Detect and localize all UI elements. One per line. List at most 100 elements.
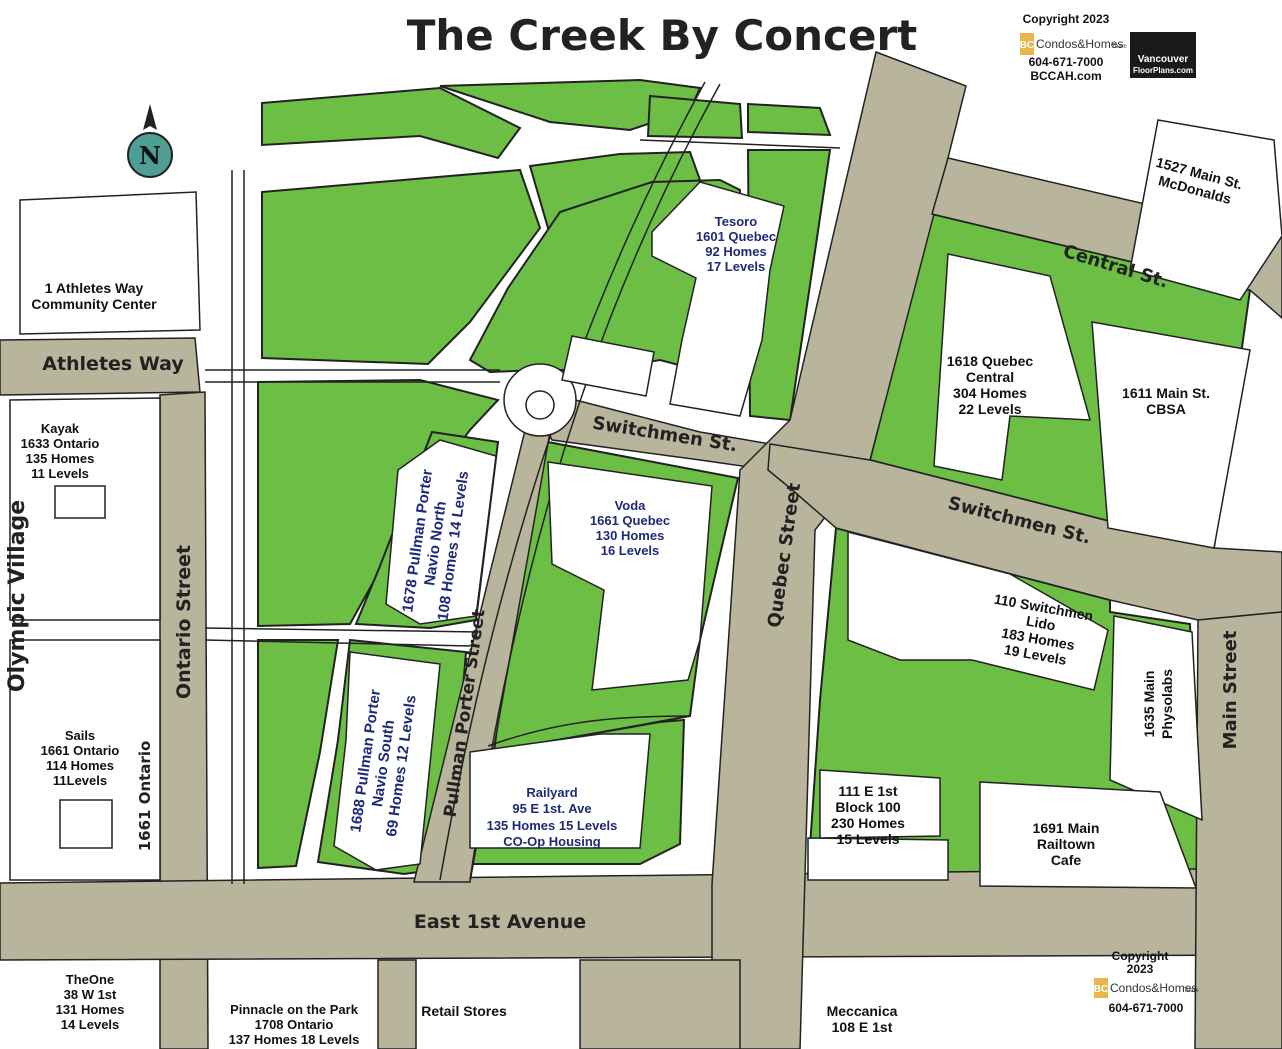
label-community-center: 1 Athletes Way Community Center xyxy=(31,280,157,312)
label-main-street: Main Street xyxy=(1220,630,1241,749)
label-pinnacle: Pinnacle on the Park 1708 Ontario 137 Ho… xyxy=(229,1002,360,1047)
label-voda: Voda 1661 Quebec 130 Homes 16 Levels xyxy=(590,498,670,558)
north-arrow-icon: N xyxy=(127,104,173,178)
vfp-logo-line1: Vancouver xyxy=(1138,54,1189,65)
block100-line-2: Block 100 xyxy=(835,799,901,815)
footprint-block100 xyxy=(819,769,941,839)
central-line-2: Central xyxy=(966,369,1014,385)
label-theone: TheOne 38 W 1st 131 Homes 14 Levels xyxy=(56,972,125,1032)
pinnacle-line-3: 137 Homes 18 Levels xyxy=(229,1032,360,1047)
footprint-railyard xyxy=(469,733,651,849)
tesoro-line-3: 92 Homes xyxy=(705,244,766,259)
sails-line-2: 1661 Ontario xyxy=(41,743,120,758)
community-line-1: 1 Athletes Way xyxy=(45,280,144,296)
footprint-navio-south xyxy=(333,651,441,871)
footprint-lido xyxy=(847,531,1109,691)
pinnacle-line-1: Pinnacle on the Park xyxy=(230,1002,359,1017)
footer-logo-badge xyxy=(1094,978,1108,998)
vfp-logo-box xyxy=(1130,32,1196,78)
block100-line-1: 111 E 1st xyxy=(838,783,898,799)
footer-logo-team: Team xyxy=(1184,988,1199,994)
header-copyright: Copyright 2023 xyxy=(1023,12,1110,26)
footprint-tesoro xyxy=(651,181,785,417)
header-logo-text: Condos&Homes xyxy=(1036,37,1123,51)
footprint-townhouses-tesoro xyxy=(561,335,655,397)
header-logo-team: Team xyxy=(1112,44,1127,50)
community-line-2: Community Center xyxy=(31,296,157,312)
label-railtown: 1691 Main Railtown Cafe xyxy=(1033,820,1100,868)
block100-line-3: 230 Homes xyxy=(831,815,905,831)
cbsa-line-2: CBSA xyxy=(1146,401,1186,417)
footprint-sails xyxy=(9,639,161,881)
central-line-4: 22 Levels xyxy=(958,401,1021,417)
physolabs-line-1: 1635 Main xyxy=(1141,671,1157,738)
label-1661-ontario: 1661 Ontario xyxy=(136,741,154,852)
road-main-street xyxy=(1194,611,1282,1049)
voda-line-2: 1661 Quebec xyxy=(590,513,670,528)
footprint-community xyxy=(19,191,201,335)
header-logo-badge xyxy=(1020,33,1034,55)
label-cbsa: 1611 Main St. CBSA xyxy=(1122,385,1210,417)
buildings xyxy=(9,119,1282,889)
header-logo-bc: BC xyxy=(1020,40,1034,51)
pinnacle-line-2: 1708 Ontario xyxy=(255,1017,334,1032)
physolabs-line-2: Physolabs xyxy=(1159,669,1175,739)
label-central: 1618 Quebec Central 304 Homes 22 Levels xyxy=(947,353,1034,417)
meccanica-line-2: 108 E 1st xyxy=(832,1019,893,1035)
label-tesoro: Tesoro 1601 Quebec 92 Homes 17 Levels xyxy=(696,214,776,274)
footer-copyright-line-2: 2023 xyxy=(1127,962,1154,976)
footprint-physolabs xyxy=(1109,615,1203,822)
footprint-central xyxy=(933,253,1092,481)
label-olympic-village: Olympic Village xyxy=(5,500,30,692)
label-retail-stores: Retail Stores xyxy=(421,1003,507,1019)
sails-line-3: 114 Homes xyxy=(46,758,114,773)
compass-letter: N xyxy=(139,141,161,170)
cbsa-line-1: 1611 Main St. xyxy=(1122,385,1210,401)
railtown-line-1: 1691 Main xyxy=(1033,820,1100,836)
tesoro-line-4: 17 Levels xyxy=(707,259,766,274)
lido-line-2: Lido xyxy=(1025,613,1057,634)
block100-line-4: 15 Levels xyxy=(836,831,899,847)
sails-line-1: Sails xyxy=(65,728,95,743)
theone-line-4: 14 Levels xyxy=(61,1017,120,1032)
voda-line-1: Voda xyxy=(615,498,647,513)
meccanica-line-1: Meccanica xyxy=(827,1003,898,1019)
footprint-navio-north xyxy=(385,439,497,625)
railyard-line-3: 135 Homes 15 Levels xyxy=(487,818,618,833)
header-site: BCCAH.com xyxy=(1030,69,1101,83)
label-athletes-way: Athletes Way xyxy=(42,353,184,375)
railyard-line-2: 95 E 1st. Ave xyxy=(512,801,591,816)
footprint-block100-base xyxy=(807,837,949,881)
park-west-upper xyxy=(261,168,542,366)
theone-line-2: 38 W 1st xyxy=(64,987,117,1002)
park-paths xyxy=(204,81,841,884)
railyard-line-1: Railyard xyxy=(526,785,577,800)
park-west-low xyxy=(257,639,340,870)
footprint-kayak-court xyxy=(54,485,106,519)
label-sails: Sails 1661 Ontario 114 Homes 11Levels xyxy=(41,728,120,788)
voda-line-4: 16 Levels xyxy=(601,543,660,558)
label-kayak: Kayak 1633 Ontario 135 Homes 11 Levels xyxy=(21,421,100,481)
footprint-railtown xyxy=(979,781,1198,889)
central-line-3: 304 Homes xyxy=(953,385,1027,401)
voda-line-3: 130 Homes xyxy=(596,528,665,543)
footer-logo-text: Condos&Homes xyxy=(1110,981,1197,995)
theone-line-1: TheOne xyxy=(66,972,114,987)
railtown-line-3: Cafe xyxy=(1051,852,1082,868)
footer-branding: Copyright 2023 BC Condos&Homes Team 604-… xyxy=(1094,949,1199,1015)
railyard-line-4: CO-Op Housing xyxy=(503,834,601,849)
theone-line-3: 131 Homes xyxy=(56,1002,125,1017)
label-ontario-street: Ontario Street xyxy=(173,545,195,699)
park-north-strip xyxy=(747,102,832,137)
label-physolabs: 1635 Main Physolabs xyxy=(1141,669,1175,739)
label-railyard: Railyard 95 E 1st. Ave 135 Homes 15 Leve… xyxy=(487,785,618,849)
footer-phone: 604-671-7000 xyxy=(1109,1001,1184,1015)
sails-line-4: 11Levels xyxy=(53,773,107,788)
tesoro-line-1: Tesoro xyxy=(715,214,757,229)
page-title: The Creek By Concert xyxy=(407,11,917,60)
header-phone: 604-671-7000 xyxy=(1029,55,1104,69)
header-branding: Copyright 2023 BC Condos&Homes Team 604-… xyxy=(1020,12,1196,83)
road-south-spur-center xyxy=(579,959,741,1049)
kayak-line-2: 1633 Ontario xyxy=(21,436,100,451)
park-north-west xyxy=(261,86,522,160)
